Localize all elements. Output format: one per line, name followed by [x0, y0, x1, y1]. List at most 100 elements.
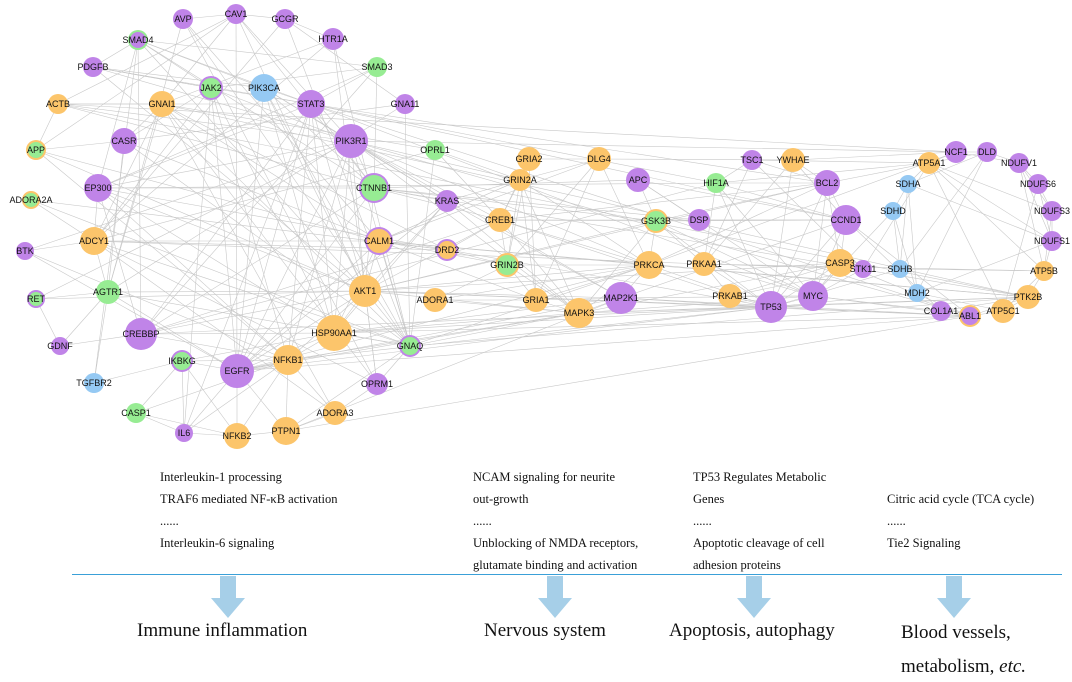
- category-label: Nervous system: [484, 620, 606, 641]
- gene-node-circle: [1028, 174, 1048, 194]
- network-edge: [373, 66, 378, 189]
- gene-node-label: ADCY1: [79, 236, 109, 246]
- pathway-line: Genes: [693, 492, 725, 506]
- gene-node-circle: [28, 142, 44, 158]
- gene-node-circle: [1034, 261, 1054, 281]
- network-edge: [107, 291, 238, 372]
- gene-node-label: STK11: [850, 264, 877, 274]
- gene-node: EP300: [84, 174, 112, 202]
- gene-node: IKBKG: [168, 350, 196, 372]
- gene-node: CASP1: [121, 403, 151, 423]
- gene-node-circle: [961, 307, 979, 325]
- gene-node-circle: [275, 9, 295, 29]
- gene-node-label: COL1A1: [924, 306, 959, 316]
- gene-node-circle: [361, 175, 387, 201]
- gene-node-circle: [718, 284, 742, 308]
- gene-node: GNA11: [391, 94, 419, 114]
- network-edge: [434, 299, 580, 314]
- gene-node-label: JAK2: [200, 83, 222, 93]
- gene-node-label: IKBKG: [168, 356, 196, 366]
- gene-node: MAPK3: [564, 298, 594, 328]
- network-edge: [715, 182, 814, 297]
- network-edge: [519, 179, 650, 266]
- gene-node: AGTR1: [93, 280, 123, 304]
- network-edge: [235, 13, 352, 142]
- network-edge: [637, 179, 847, 221]
- network-edge: [310, 103, 366, 292]
- gene-node-circle: [250, 74, 278, 102]
- network-edge: [1018, 162, 1053, 242]
- gene-node: CASR: [111, 128, 137, 154]
- network-edge: [140, 333, 289, 361]
- network-edge: [812, 295, 942, 312]
- gene-node-label: ATP5C1: [986, 306, 1019, 316]
- gene-node: DLD: [977, 142, 997, 162]
- network-edge: [161, 103, 1029, 298]
- gene-node-circle: [334, 124, 368, 158]
- gene-node-circle: [436, 190, 458, 212]
- gene-node: MAP2K1: [603, 282, 639, 314]
- network-edge: [350, 140, 366, 292]
- gene-node-circle: [1042, 201, 1062, 221]
- gene-node-label: CALM1: [364, 236, 394, 246]
- network-edge: [648, 151, 957, 266]
- gene-node-circle: [755, 291, 787, 323]
- pathway-list-nervous: NCAM signaling for neurite out-growth ..…: [473, 466, 638, 576]
- gene-node-circle: [977, 142, 997, 162]
- network-edge: [916, 240, 1053, 294]
- network-edge: [350, 140, 501, 221]
- network-edge: [107, 291, 411, 347]
- gene-node-circle: [438, 241, 456, 259]
- gene-node-label: CREB1: [485, 215, 515, 225]
- gene-node-label: GNAQ: [397, 341, 424, 351]
- gene-node-circle: [564, 298, 594, 328]
- gene-node-label: EP300: [84, 183, 111, 193]
- network-edge: [499, 182, 828, 221]
- network-edge: [140, 182, 717, 335]
- gene-node: IL6: [175, 424, 193, 442]
- gene-node-label: BTK: [16, 246, 34, 256]
- gene-node-label: GRIN2B: [490, 260, 524, 270]
- gene-node: ACTB: [46, 94, 70, 114]
- category-label-line2: metabolism, etc.: [901, 652, 1026, 682]
- network-edge: [770, 292, 918, 308]
- gene-node: SDHB: [887, 260, 913, 278]
- gene-node: COL1A1: [924, 301, 959, 321]
- gene-node-label: ADORA1: [416, 295, 453, 305]
- network-edge: [57, 103, 1029, 298]
- gene-node-label: GRIA2: [515, 154, 542, 164]
- network-edge: [24, 250, 238, 372]
- gene-node-label: PIK3CA: [248, 83, 280, 93]
- network-edge: [928, 162, 1053, 212]
- gene-node-circle: [149, 91, 175, 117]
- gene-node-label: MYC: [803, 291, 824, 301]
- gene-node: MYC: [798, 281, 828, 311]
- gene-node-circle: [524, 288, 548, 312]
- gene-node-label: NDUFS1: [1034, 236, 1070, 246]
- gene-node: PTK2B: [1014, 285, 1042, 309]
- network-edge: [287, 312, 580, 361]
- gene-node-circle: [175, 424, 193, 442]
- gene-node-circle: [854, 260, 872, 278]
- network-edge: [373, 187, 657, 222]
- network-edge: [236, 103, 312, 372]
- network-edge: [93, 240, 705, 265]
- network-edge: [97, 187, 772, 308]
- gene-node: MDH2: [904, 284, 930, 302]
- gene-node-circle: [273, 345, 303, 375]
- gene-node-circle: [96, 280, 120, 304]
- arrow-icon: [538, 576, 572, 618]
- gene-node-circle: [173, 9, 193, 29]
- gene-node: NFKB2: [222, 423, 252, 449]
- network-edge: [123, 103, 406, 142]
- network-edge: [333, 312, 580, 334]
- gene-node-label: NDUFS6: [1020, 179, 1056, 189]
- gene-node-circle: [587, 147, 611, 171]
- gene-node-circle: [692, 252, 716, 276]
- network-edge: [350, 140, 448, 202]
- network-edge: [285, 345, 411, 432]
- gene-node-circle: [24, 193, 38, 207]
- gene-node: NFKB1: [273, 345, 303, 375]
